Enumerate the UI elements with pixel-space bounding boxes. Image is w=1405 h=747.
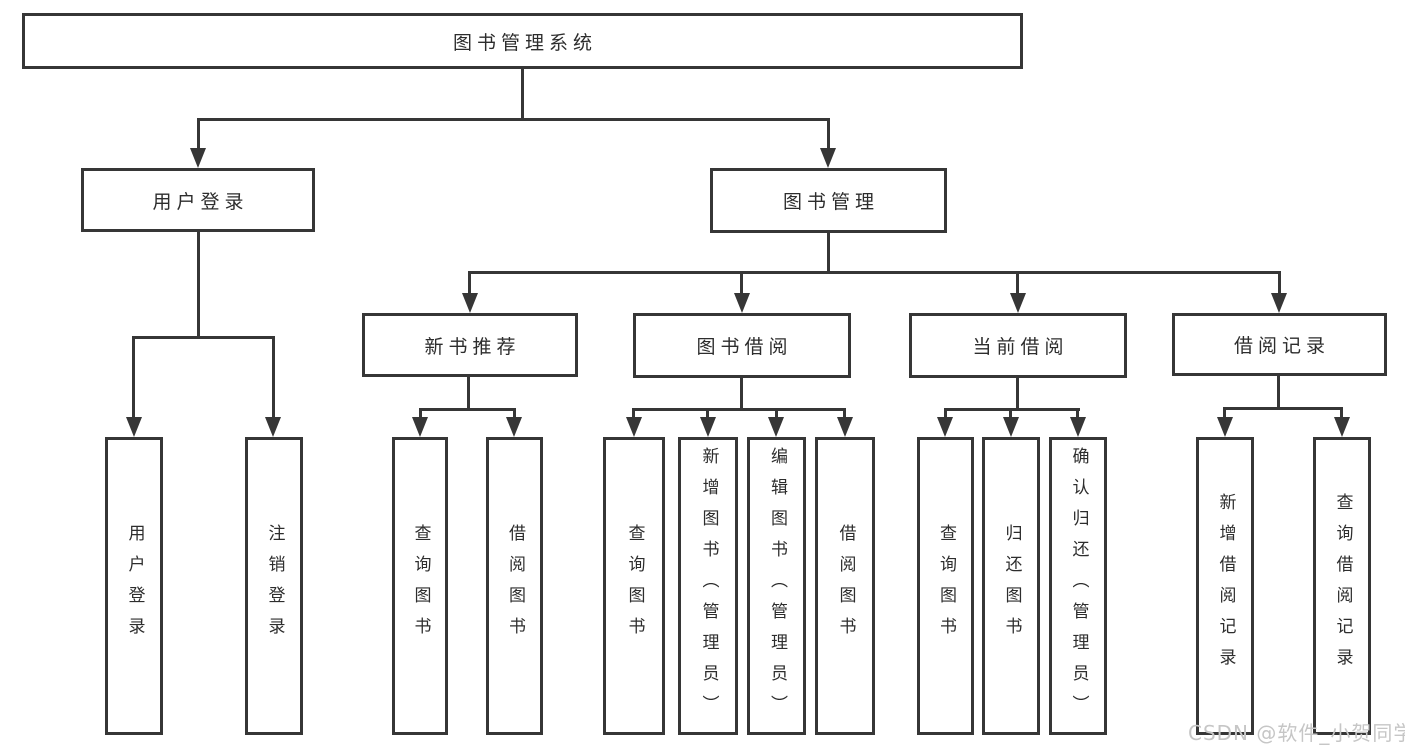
connector-book-mgmt-stem [827,233,830,271]
arrow-down-icon [412,417,428,437]
node-book-borrowing-label: 图书借阅 [696,336,793,358]
csdn-watermark: CSDN @软件_小贺同学 [1188,721,1405,745]
connector-drop-current-borrow [1016,271,1019,297]
connector-drop-leaf [1076,408,1079,420]
arrow-down-icon [626,417,642,437]
connector-drop-book-mgmt [827,118,830,151]
node-current-borrowing-label: 当前借阅 [972,336,1069,358]
connector-book-borrow-split [632,408,846,411]
connector-book-borrow-stem [740,378,743,408]
connector-current-borrow-stem [1016,378,1019,408]
connector-level2-split [197,118,830,121]
node-book-management: 图书管理 [710,168,947,233]
connector-drop-book-borrow [740,271,743,297]
arrow-down-icon [1271,293,1287,313]
arrow-down-icon [462,293,478,313]
leaf-confirm-return-admin: 确认归还（管理员） [1049,437,1107,735]
connector-drop-leaf [1223,407,1226,420]
arrow-down-icon [1010,293,1026,313]
connector-level3-split [468,271,1281,274]
connector-root-stem [521,69,524,118]
arrow-down-icon [265,417,281,437]
arrow-down-icon [820,148,836,168]
connector-new-books-stem [467,377,470,408]
node-current-borrowing: 当前借阅 [909,313,1127,378]
connector-drop-logout-leaf [272,336,275,420]
connector-drop-leaf [843,408,846,420]
connector-borrow-records-stem [1277,376,1280,407]
connector-drop-leaf [1340,407,1343,420]
arrow-down-icon [734,293,750,313]
leaf-query-books-3: 查询图书 [917,437,974,735]
leaf-return-books: 归还图书 [982,437,1040,735]
connector-drop-borrow-records [1278,271,1281,297]
connector-drop-leaf [1009,408,1012,420]
node-root: 图书管理系统 [22,13,1023,69]
arrow-down-icon [937,417,953,437]
leaf-query-borrow-record: 查询借阅记录 [1313,437,1371,735]
leaf-borrow-books-2: 借阅图书 [815,437,875,735]
leaf-logout: 注销登录 [245,437,303,735]
leaf-add-borrow-record: 新增借阅记录 [1196,437,1254,735]
arrow-down-icon [768,417,784,437]
arrow-down-icon [1003,417,1019,437]
connector-drop-login-leaf [132,336,135,420]
node-root-label: 图书管理系统 [452,31,597,54]
node-new-book-recommend: 新书推荐 [362,313,578,377]
node-book-borrowing: 图书借阅 [633,313,851,378]
leaf-query-books-2: 查询图书 [603,437,665,735]
connector-drop-leaf [513,408,516,420]
arrow-down-icon [1334,417,1350,437]
leaf-user-login: 用户登录 [105,437,163,735]
connector-drop-leaf [706,408,709,420]
leaf-query-books-1: 查询图书 [392,437,448,735]
connector-user-login-split [132,336,275,339]
node-borrow-records-label: 借阅记录 [1233,335,1330,357]
leaf-edit-books-admin: 编辑图书（管理员） [747,437,806,735]
arrow-down-icon [506,417,522,437]
connector-new-books-split [419,408,516,411]
connector-drop-new-books [468,271,471,297]
connector-drop-user-login [197,118,200,151]
leaf-borrow-books-1: 借阅图书 [486,437,543,735]
connector-drop-leaf [775,408,778,420]
connector-current-borrow-split [944,408,1080,411]
arrow-down-icon [1217,417,1233,437]
arrow-down-icon [837,417,853,437]
connector-borrow-records-split [1223,407,1343,410]
arrow-down-icon [190,148,206,168]
node-borrow-records: 借阅记录 [1172,313,1387,376]
arrow-down-icon [126,417,142,437]
connector-drop-leaf [632,408,635,420]
node-user-login-label: 用户登录 [152,190,249,213]
arrow-down-icon [700,417,716,437]
connector-drop-leaf [419,408,422,420]
node-user-login: 用户登录 [81,168,315,232]
node-book-management-label: 图书管理 [782,191,879,213]
leaf-add-books-admin: 新增图书（管理员） [678,437,738,735]
node-new-book-recommend-label: 新书推荐 [424,335,521,358]
connector-drop-leaf [944,408,947,420]
arrow-down-icon [1070,417,1086,437]
connector-user-login-stem [197,232,200,336]
